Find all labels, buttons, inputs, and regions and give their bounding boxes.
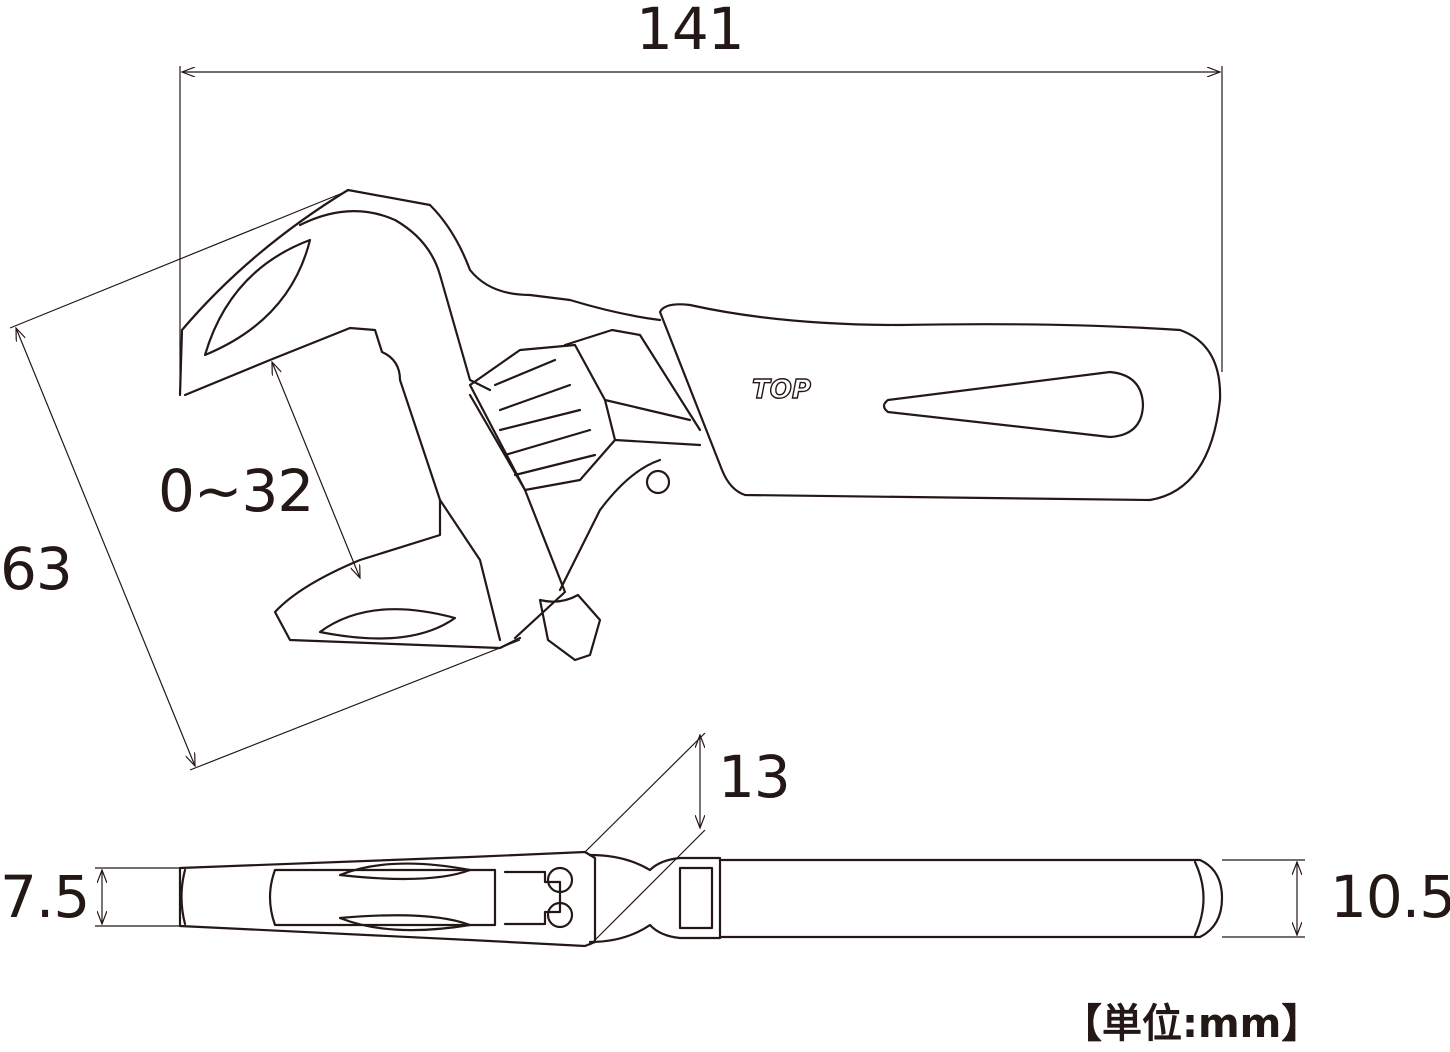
unit-label: 【単位:mm】 bbox=[1062, 1001, 1322, 1047]
dimension-63-lines bbox=[9, 189, 521, 771]
dimension-jaw-opening: 0~32 bbox=[158, 457, 314, 525]
dimension-141-lines bbox=[179, 66, 1223, 392]
dimension-jaw-opening-line bbox=[272, 362, 360, 578]
dimension-head-thickness: 13 bbox=[718, 743, 791, 811]
wrench-side-view bbox=[95, 850, 1305, 948]
dimension-overall-length: 141 bbox=[636, 0, 745, 63]
top-logo: TOP bbox=[752, 375, 811, 405]
wrench-handle bbox=[658, 303, 1222, 502]
dimension-head-width: 63 bbox=[0, 535, 73, 603]
dimension-handle-thickness: 10.5 bbox=[1330, 863, 1450, 931]
dimension-13-lines bbox=[584, 732, 706, 946]
wrench-top-view bbox=[178, 188, 702, 662]
dimension-jaw-thickness: 7.5 bbox=[0, 863, 90, 931]
